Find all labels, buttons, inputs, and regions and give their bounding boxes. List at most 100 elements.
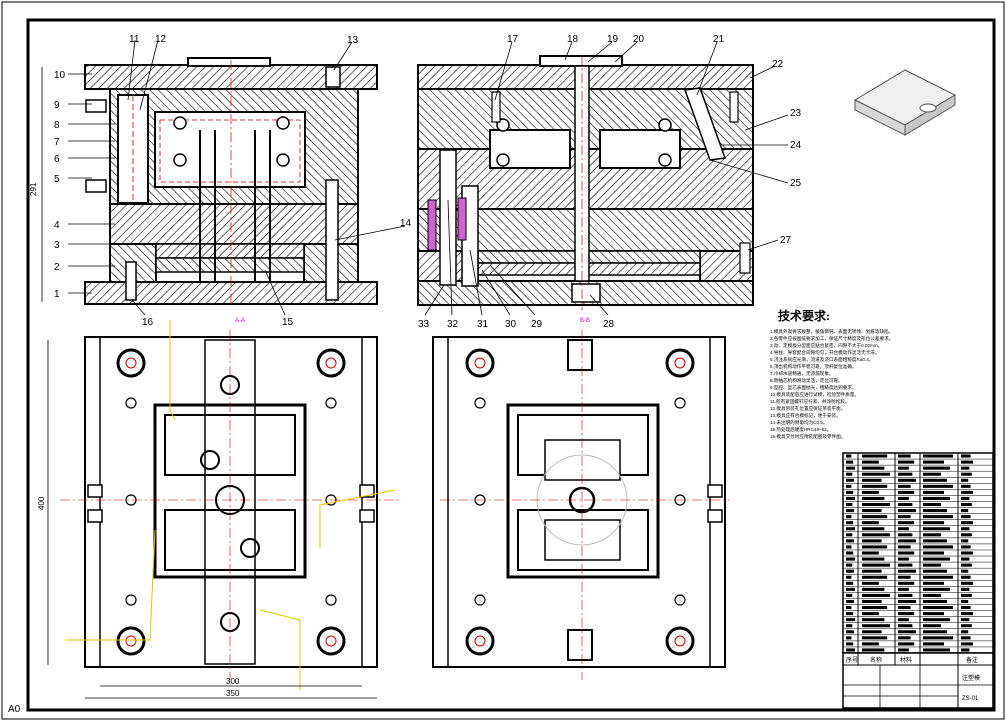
- front-section-view: [84, 57, 378, 305]
- parts-list-cell-mark: [923, 460, 944, 464]
- plan-view-moving-half: [60, 320, 400, 690]
- parts-list-cell-mark: [862, 606, 888, 610]
- parts-list-cell-mark: [862, 539, 882, 543]
- tech-req-4: 4.导柱、导套配合间隙均匀，开合模动作灵活无卡滞。: [770, 349, 880, 356]
- parts-list-cell-mark: [923, 515, 953, 519]
- parts-list-cell-mark: [862, 624, 890, 628]
- svg-text:18: 18: [567, 34, 579, 45]
- parts-list-cell-mark: [961, 612, 973, 616]
- parts-list-cell-mark: [898, 575, 911, 579]
- parts-list-cell-mark: [898, 569, 916, 573]
- parts-list-cell-mark: [846, 624, 853, 628]
- svg-text:7: 7: [54, 137, 60, 148]
- parts-list-cell-mark: [898, 612, 915, 616]
- parts-list-cell-mark: [961, 490, 973, 494]
- parts-list-cell-mark: [898, 551, 915, 555]
- parts-list-cell-mark: [961, 630, 969, 634]
- tech-req-12: 12.模具吊装孔位置应保证吊装平衡。: [770, 405, 845, 412]
- parts-list-cell-mark: [923, 539, 947, 543]
- parts-list-cell-mark: [846, 593, 853, 597]
- parts-list-cell-mark: [862, 478, 882, 482]
- parts-list-cell-mark: [898, 563, 913, 567]
- parts-list-cell-mark: [961, 636, 971, 640]
- svg-text:14: 14: [400, 218, 412, 229]
- parts-list-cell-mark: [898, 527, 909, 531]
- parts-list-cell-mark: [846, 460, 854, 464]
- parts-list-cell-mark: [846, 545, 852, 549]
- parts-list-cell-mark: [923, 521, 944, 525]
- parts-list-cell-mark: [923, 636, 953, 640]
- parts-list-cell-mark: [923, 490, 944, 494]
- svg-text:23: 23: [790, 108, 802, 119]
- parts-list-cell-mark: [961, 587, 970, 591]
- parts-list-cell-mark: [898, 630, 916, 634]
- parts-list-cell-mark: [961, 569, 969, 573]
- tech-req-14: 14.未注明的倒角均为C0.5。: [770, 419, 827, 426]
- parts-list-cell-mark: [898, 454, 911, 458]
- parts-list-cell-mark: [862, 599, 882, 604]
- parts-list-cell-mark: [862, 618, 885, 622]
- parts-list-cell-mark: [862, 557, 885, 561]
- parts-list-cell-mark: [846, 454, 852, 458]
- title-col-no: 序号: [846, 656, 858, 664]
- parts-list-cell-mark: [961, 551, 973, 555]
- svg-text:10: 10: [54, 70, 66, 81]
- parts-list-cell-mark: [961, 484, 971, 488]
- parts-list-cell-mark: [923, 466, 950, 470]
- svg-text:2: 2: [54, 262, 60, 273]
- parts-list-cell-mark: [846, 642, 854, 646]
- parts-list-cell-mark: [862, 612, 879, 616]
- parts-list-cell-mark: [846, 490, 854, 494]
- parts-list-cell-mark: [961, 606, 971, 610]
- svg-text:A-A: A-A: [235, 318, 245, 324]
- svg-text:29: 29: [531, 319, 543, 330]
- parts-list-cell-mark: [862, 636, 888, 640]
- parts-list-cell-mark: [923, 642, 944, 646]
- parts-list-cell-mark: [862, 502, 890, 507]
- parts-list-cell-mark: [923, 624, 941, 628]
- svg-text:8: 8: [54, 120, 60, 131]
- svg-text:27: 27: [780, 235, 792, 246]
- parts-list-cell-mark: [923, 648, 950, 652]
- parts-list-cell-mark: [961, 527, 970, 531]
- parts-list-cell-mark: [846, 612, 854, 616]
- parts-list-cell-mark: [898, 521, 915, 525]
- parts-list-cell-mark: [862, 569, 882, 573]
- parts-list-cell-mark: [898, 496, 909, 500]
- parts-list-cell-mark: [846, 539, 855, 543]
- parts-list-cell-mark: [862, 472, 890, 476]
- tech-req-9: 9.型腔、型芯表面抛光，粗糙度达到要求。: [770, 384, 857, 391]
- parts-list-cell-mark: [923, 575, 953, 579]
- tech-req-8: 8.侧抽芯机构滑动灵活，定位可靠。: [770, 377, 843, 384]
- parts-list-cell-mark: [923, 509, 947, 513]
- parts-list-cell-mark: [898, 581, 915, 585]
- parts-list-cell-mark: [862, 521, 879, 525]
- parts-list-cell-mark: [961, 539, 969, 543]
- svg-text:32: 32: [447, 319, 459, 330]
- parts-list-cell-mark: [923, 618, 950, 622]
- parts-list-cell-mark: [898, 478, 916, 482]
- parts-list-cell-mark: [898, 533, 913, 537]
- parts-list-cell-mark: [898, 509, 916, 513]
- svg-text:15: 15: [282, 317, 294, 328]
- parts-list-cell-mark: [923, 593, 941, 597]
- svg-text:12: 12: [155, 34, 167, 45]
- svg-text:31: 31: [477, 319, 489, 330]
- parts-list-cell-mark: [862, 551, 879, 555]
- parts-list-cell-mark: [846, 581, 854, 585]
- parts-list-cell-mark: [923, 533, 941, 537]
- tech-requirements-title: 技术要求:: [778, 308, 830, 323]
- svg-text:28: 28: [603, 319, 615, 330]
- parts-list-cell-mark: [862, 545, 888, 549]
- svg-text:20: 20: [633, 34, 645, 45]
- parts-list-cell-mark: [846, 484, 852, 488]
- tech-req-1: 1.模具外观要求规整，棱角倒钝，表面无锈蚀、划痕等缺陷。: [770, 328, 893, 335]
- parts-list-cell-mark: [923, 496, 950, 500]
- svg-text:25: 25: [790, 178, 802, 189]
- parts-list-cell-mark: [961, 575, 971, 579]
- sheet-size-label: A0: [8, 704, 21, 715]
- parts-list-cell-mark: [846, 496, 855, 500]
- parts-list-cell-mark: [846, 599, 855, 604]
